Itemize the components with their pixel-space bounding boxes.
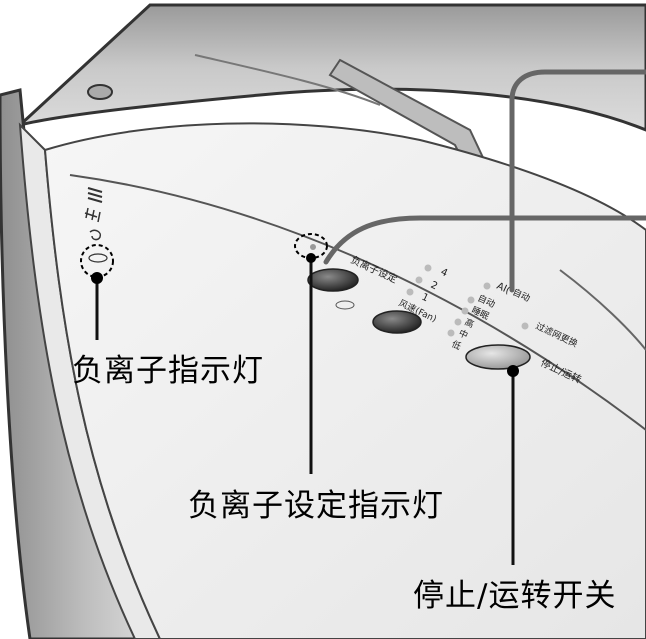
- fan-speed-button[interactable]: [372, 310, 422, 334]
- swirl-icon: [89, 229, 102, 241]
- mode-led-auto: [467, 296, 475, 304]
- fan-level-led-1: [406, 288, 414, 296]
- fan-level-1: 1: [420, 292, 430, 305]
- ion-indicator-dot: [91, 272, 103, 284]
- stop-run-dot: [507, 365, 519, 377]
- fan-level-led-4: [424, 264, 432, 272]
- wind-icon: [87, 187, 103, 203]
- ai-label: AI(: [495, 281, 512, 297]
- ion-setting-indicator-callout: 负离子设定指示灯: [188, 488, 444, 524]
- pointer-dots: [91, 253, 519, 377]
- panel-face: [43, 122, 646, 639]
- ion-small-logo-icon: [335, 300, 355, 310]
- hatch-icon: [84, 207, 101, 223]
- ion-indicator-callout: 负离子指示灯: [72, 353, 264, 389]
- leader-lines: [323, 69, 646, 293]
- fan-level-2: 2: [429, 280, 439, 293]
- ion-setting-led: [310, 244, 316, 250]
- stop-run-button[interactable]: [465, 344, 531, 370]
- mode-led-low: [447, 329, 455, 337]
- ai-led: [483, 282, 491, 290]
- filter-led: [521, 322, 529, 330]
- stop-run-switch-callout: 停止/运转开关: [413, 578, 617, 614]
- ion-setting-button[interactable]: [307, 268, 359, 292]
- ion-setting-dot: [306, 253, 316, 263]
- ion-logo-icon: [88, 253, 108, 263]
- screw-icon: [87, 84, 113, 100]
- fan-level-led-2: [415, 276, 423, 284]
- pointer-lines: [95, 258, 515, 565]
- mode-led-high: [454, 318, 462, 326]
- mode-led-sleep: [461, 307, 469, 315]
- fan-level-4: 4: [439, 267, 449, 280]
